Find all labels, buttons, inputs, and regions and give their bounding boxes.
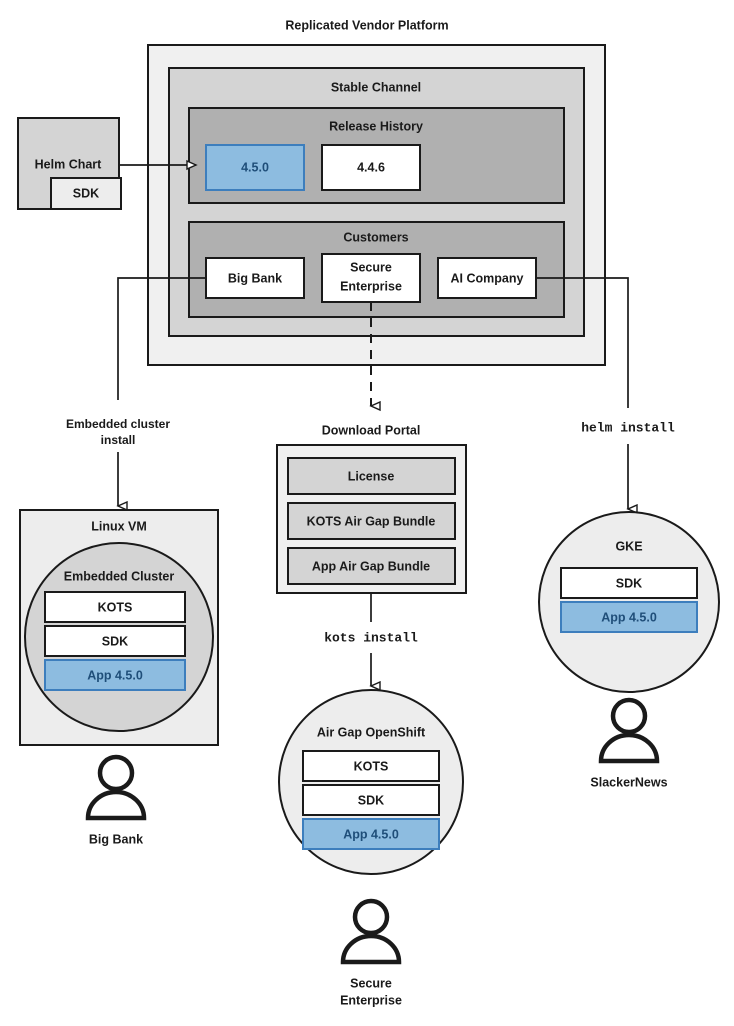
component-label: SDK (358, 793, 384, 807)
actor-label-slackernews: SlackerNews (590, 775, 667, 789)
actor-icon-secure-enterprise (340, 898, 402, 965)
release-card-4-4-6[interactable] (321, 144, 421, 191)
component-label: App 4.5.0 (343, 827, 399, 841)
artifact-card-app-air-gap-bundle[interactable] (287, 547, 456, 585)
helm-chart-sdk-label: SDK (73, 186, 99, 200)
linux-vm-label: Linux VM (91, 519, 147, 533)
customer-card-secure-enterprise[interactable] (321, 253, 421, 303)
helm-chart-label: Helm Chart (35, 157, 103, 171)
helm-chart-sdk-box[interactable] (50, 177, 122, 210)
component-card-sdk[interactable] (44, 625, 186, 657)
actor-label-secure-enterprise-line1: Secure (350, 976, 392, 990)
artifact-label: KOTS Air Gap Bundle (307, 514, 436, 528)
release-version-label: 4.5.0 (241, 160, 269, 174)
page-title: Replicated Vendor Platform (285, 18, 448, 32)
artifact-card-license[interactable] (287, 457, 456, 495)
actor-icon-big-bank (85, 754, 147, 821)
component-label: KOTS (98, 600, 133, 614)
component-card-sdk[interactable] (302, 784, 440, 816)
component-label: App 4.5.0 (87, 668, 143, 682)
component-label: App 4.5.0 (601, 610, 657, 624)
component-card-kots[interactable] (302, 750, 440, 782)
download-portal-label: Download Portal (322, 423, 421, 437)
customer-name-label-line1: Secure (350, 260, 392, 274)
edge-label-embedded-install-line1: Embedded cluster (66, 417, 170, 431)
actor-icon-slackernews (598, 697, 660, 764)
gke-label: GKE (615, 539, 642, 553)
customer-name-label: Big Bank (228, 271, 282, 285)
customer-card-big-bank[interactable] (205, 257, 305, 299)
actor-label-big-bank: Big Bank (89, 832, 143, 846)
connector-ai-company-route (536, 277, 629, 408)
component-card-app[interactable] (44, 659, 186, 691)
artifact-card-kots-air-gap-bundle[interactable] (287, 502, 456, 540)
edge-label-helm-install: helm install (581, 420, 675, 435)
edge-label-kots-install: kots install (324, 630, 418, 645)
edge-label-embedded-install-line2: install (101, 433, 136, 447)
component-card-sdk[interactable] (560, 567, 698, 599)
component-label: KOTS (354, 759, 389, 773)
release-version-label: 4.4.6 (357, 160, 385, 174)
customers-label: Customers (343, 230, 408, 244)
customer-name-label: AI Company (451, 271, 524, 285)
release-card-4-5-0[interactable] (205, 144, 305, 191)
stable-channel-label: Stable Channel (331, 80, 421, 94)
customer-card-ai-company[interactable] (437, 257, 537, 299)
release-history-label: Release History (329, 119, 423, 133)
customer-name-label-line2: Enterprise (340, 279, 402, 293)
artifact-label: App Air Gap Bundle (312, 559, 430, 573)
air-gap-openshift-label: Air Gap OpenShift (317, 725, 426, 739)
connector-big-bank-route (117, 277, 206, 400)
component-card-app[interactable] (560, 601, 698, 633)
component-card-app[interactable] (302, 818, 440, 850)
component-label: SDK (616, 576, 642, 590)
artifact-label: License (348, 469, 395, 483)
component-card-kots[interactable] (44, 591, 186, 623)
component-label: SDK (102, 634, 128, 648)
actor-label-secure-enterprise-line2: Enterprise (340, 993, 402, 1007)
embedded-cluster-label: Embedded Cluster (64, 569, 175, 583)
